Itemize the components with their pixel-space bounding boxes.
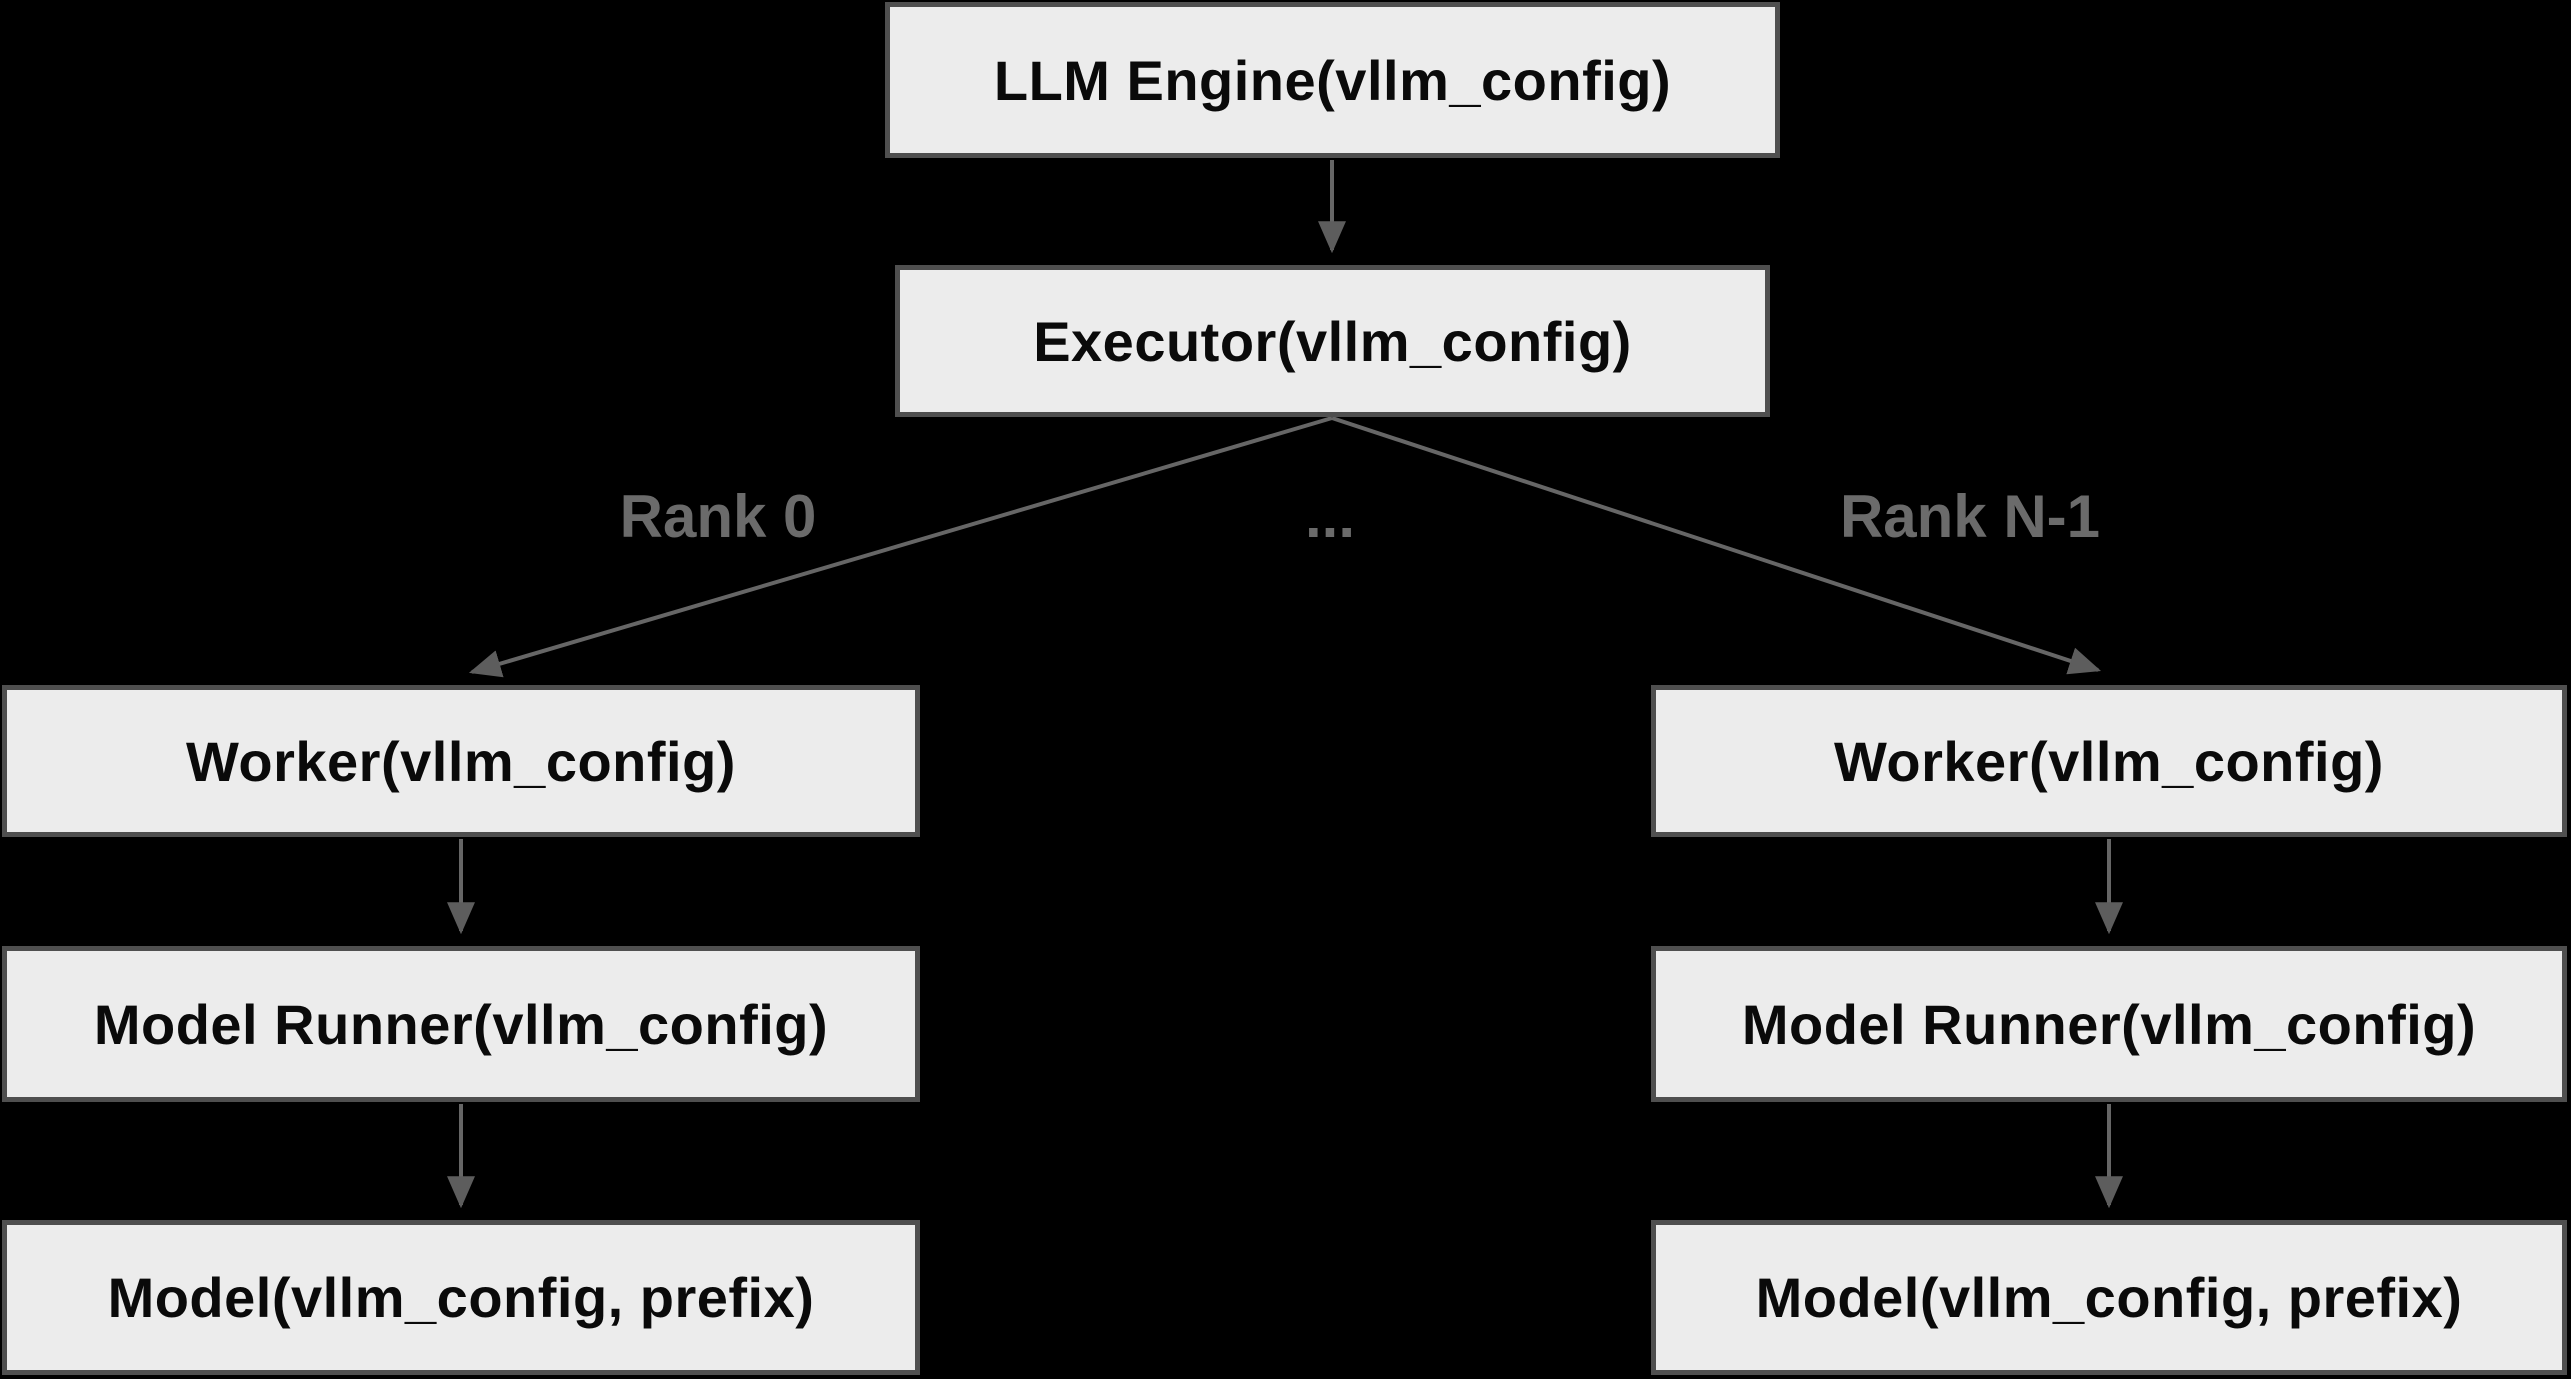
node-executor-label: Executor(vllm_config) — [1033, 309, 1632, 373]
node-model-rank0: Model(vllm_config, prefix) — [2, 1220, 920, 1375]
node-llm-engine: LLM Engine(vllm_config) — [885, 2, 1780, 158]
edge-label-rank-n-1: Rank N-1 — [1839, 483, 2101, 550]
node-executor: Executor(vllm_config) — [895, 265, 1770, 417]
node-model-rank0-label: Model(vllm_config, prefix) — [107, 1266, 815, 1329]
node-model-runner-rankn: Model Runner(vllm_config) — [1651, 946, 2567, 1102]
edge-label-rank-0: Rank 0 — [619, 483, 817, 550]
node-worker-rankn-label: Worker(vllm_config) — [1834, 729, 2384, 793]
node-model-rankn: Model(vllm_config, prefix) — [1651, 1220, 2567, 1375]
edge-executor-to-worker-left — [468, 416, 1333, 678]
node-model-runner-rankn-label: Model Runner(vllm_config) — [1741, 992, 2477, 1056]
node-model-runner-rank0: Model Runner(vllm_config) — [2, 946, 920, 1102]
node-model-runner-rank0-label: Model Runner(vllm_config) — [93, 992, 829, 1056]
node-model-rankn-label: Model(vllm_config, prefix) — [1755, 1266, 2463, 1329]
edge-label-ellipsis: ... — [1304, 483, 1356, 550]
node-llm-engine-label: LLM Engine(vllm_config) — [993, 48, 1672, 112]
node-worker-rank0: Worker(vllm_config) — [2, 685, 920, 837]
node-worker-rankn: Worker(vllm_config) — [1651, 685, 2567, 837]
node-worker-rank0-label: Worker(vllm_config) — [186, 729, 736, 793]
